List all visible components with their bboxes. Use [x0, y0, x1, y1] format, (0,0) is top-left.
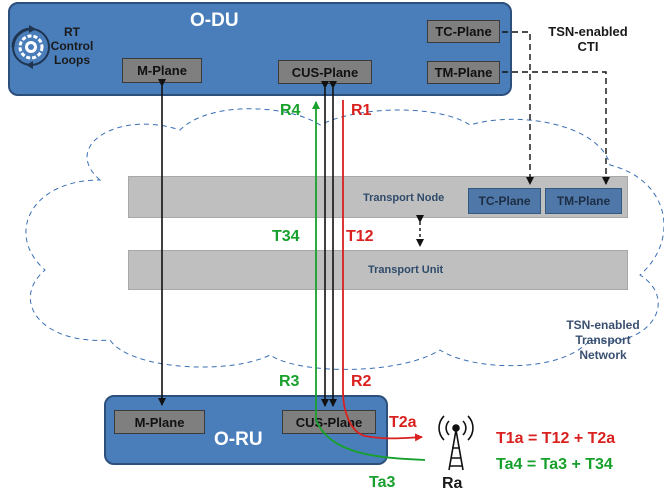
transport-node-bar: [128, 176, 628, 218]
gear-cycle-icon: [11, 25, 50, 69]
antenna-icon: [438, 415, 474, 471]
odu-tc-plane[interactable]: TC-Plane: [427, 20, 500, 43]
transport-tm-plane[interactable]: TM-Plane: [545, 188, 622, 214]
odu-title: O-DU: [190, 10, 239, 31]
cti-tm-link: [502, 71, 610, 185]
transport-tc-plane[interactable]: TC-Plane: [468, 188, 541, 214]
tsn-transport-network-label: TSN-enabled Transport Network: [566, 318, 640, 362]
label-ra: Ra: [442, 475, 463, 492]
label-t12: T12: [346, 228, 374, 245]
label-r3: R3: [279, 373, 300, 390]
oru-cus-plane[interactable]: CUS-Plane: [282, 410, 376, 434]
green-uplink-path: [312, 101, 426, 461]
label-r1: R1: [351, 102, 372, 119]
tsn-cti-label: TSN-enabled CTI: [548, 24, 628, 54]
odu-tm-plane[interactable]: TM-Plane: [427, 61, 500, 84]
equation-ta4: Ta4 = Ta3 + T34: [496, 456, 613, 473]
oru-title: O-RU: [214, 429, 263, 450]
red-downlink-path: [342, 100, 423, 442]
label-r4: R4: [280, 102, 301, 119]
label-r2: R2: [351, 373, 372, 390]
equation-t1a: T1a = T12 + T2a: [496, 430, 616, 447]
odu-cus-plane[interactable]: CUS-Plane: [278, 60, 372, 84]
odu-m-plane[interactable]: M-Plane: [122, 58, 202, 83]
label-ta3: Ta3: [369, 474, 396, 491]
cti-tc-link: [502, 31, 534, 185]
transport-network-cloud: [25, 108, 664, 370]
transport-unit-bar: [128, 250, 628, 290]
transport-node-label: Transport Node: [363, 192, 445, 204]
oru-m-plane[interactable]: M-Plane: [114, 410, 205, 434]
transport-unit-label: Transport Unit: [368, 264, 444, 276]
label-t2a: T2a: [389, 414, 417, 431]
label-t34: T34: [272, 228, 300, 245]
rt-control-loops-label: RT Control Loops: [50, 25, 94, 67]
